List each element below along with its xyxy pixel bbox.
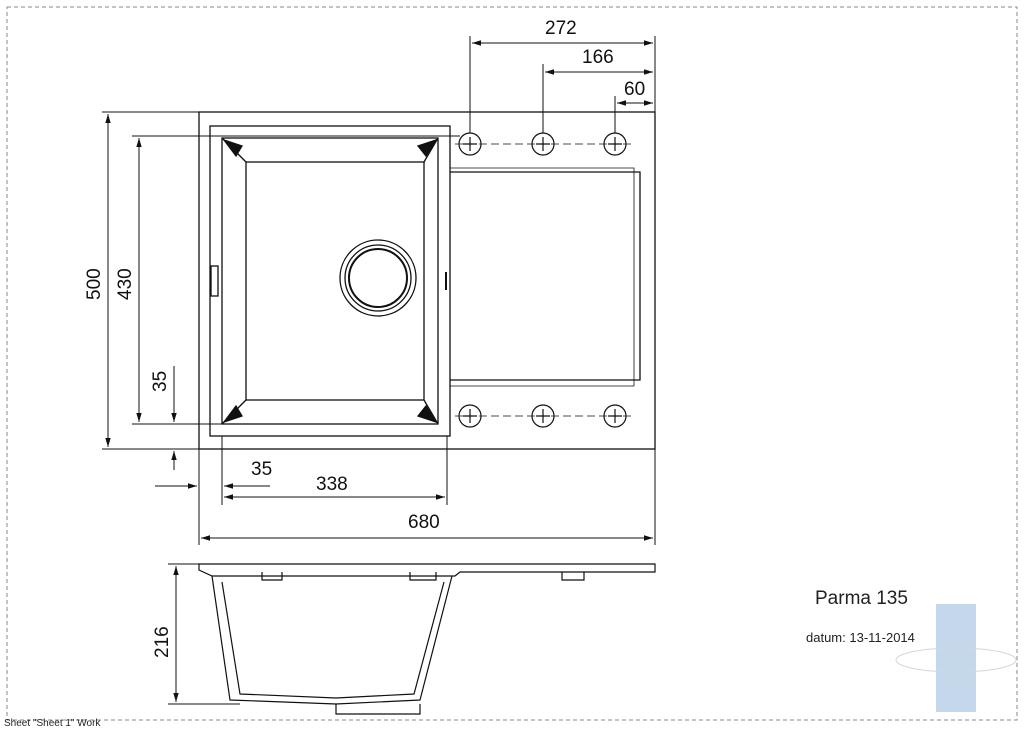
side-view <box>198 563 656 715</box>
drain-outer <box>339 239 417 317</box>
model-name: Parma 135 <box>815 588 908 609</box>
drainer-inner <box>450 167 635 387</box>
overflow-slot <box>210 265 219 297</box>
brand-logo-icon <box>895 604 1017 712</box>
bowl-bevel-br <box>423 399 439 425</box>
drain-mid <box>344 244 412 312</box>
side-bowl-inner <box>221 581 445 699</box>
dim-166-label: 166 <box>582 47 614 68</box>
dim-338-label: 338 <box>316 474 348 495</box>
drain-inner <box>348 248 408 308</box>
dim-35h-label: 35 <box>251 459 272 480</box>
side-clip-2 <box>409 572 437 581</box>
tap-centerlines <box>455 143 632 417</box>
side-drain-base <box>335 704 421 715</box>
side-clip-3 <box>561 572 585 581</box>
sheet-border <box>6 6 1018 721</box>
side-clip-1 <box>261 572 283 581</box>
dim-430-label: 430 <box>115 268 136 300</box>
dim-272-label: 272 <box>545 18 577 39</box>
dim-60-label: 60 <box>624 79 645 100</box>
dim-216-label: 216 <box>152 626 173 658</box>
drainer-area <box>450 171 641 381</box>
dim-35v-label: 35 <box>150 371 171 392</box>
top-view <box>198 111 656 450</box>
bowl-corner-bl <box>222 404 243 424</box>
bowl-corner-tl <box>222 138 243 158</box>
bowl-corner-tr <box>416 138 438 158</box>
side-rim <box>198 563 656 577</box>
bowl-bevel-tr <box>423 137 439 163</box>
bowl-frame-mid <box>221 137 439 425</box>
dim-500-label: 500 <box>84 268 105 300</box>
bowl-frame-outer <box>209 125 451 437</box>
dim-680-label: 680 <box>408 512 440 533</box>
sink-outline <box>198 111 656 450</box>
tap-holes <box>455 132 632 428</box>
drawing-date: datum: 13-11-2014 <box>806 630 915 645</box>
dimension-lines <box>102 36 656 705</box>
bowl-corner-br <box>416 404 438 424</box>
bowl-inner <box>245 161 425 401</box>
sheet-label: Sheet "Sheet 1" Work <box>4 718 101 729</box>
